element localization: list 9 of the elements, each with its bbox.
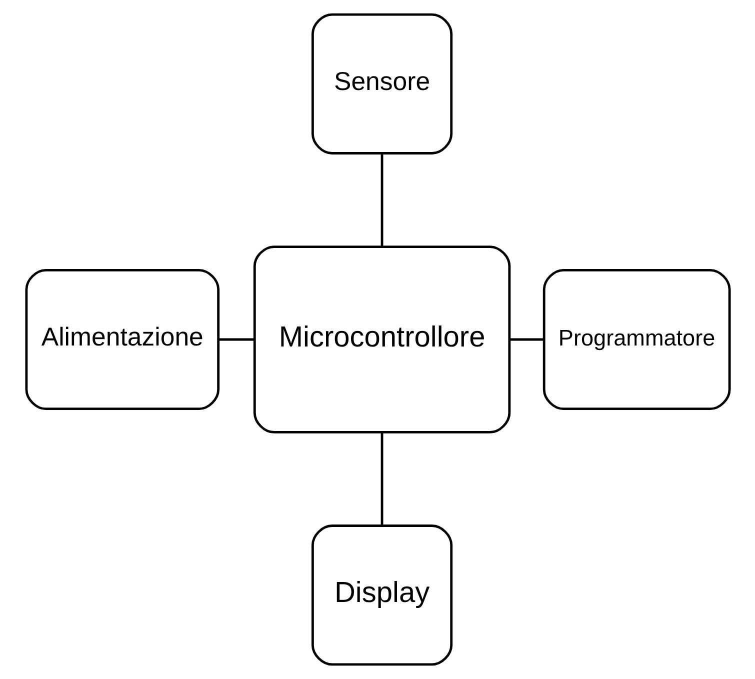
node-box: Alimentazione — [24, 268, 220, 410]
connector — [508, 338, 544, 341]
connector — [380, 432, 383, 526]
node-box: Programmatore — [542, 268, 730, 410]
connector — [218, 338, 254, 341]
node-box: Display — [310, 524, 452, 666]
connector — [380, 154, 383, 246]
node-box: Microcontrollore — [252, 246, 510, 434]
node-box: Sensore — [310, 13, 452, 154]
